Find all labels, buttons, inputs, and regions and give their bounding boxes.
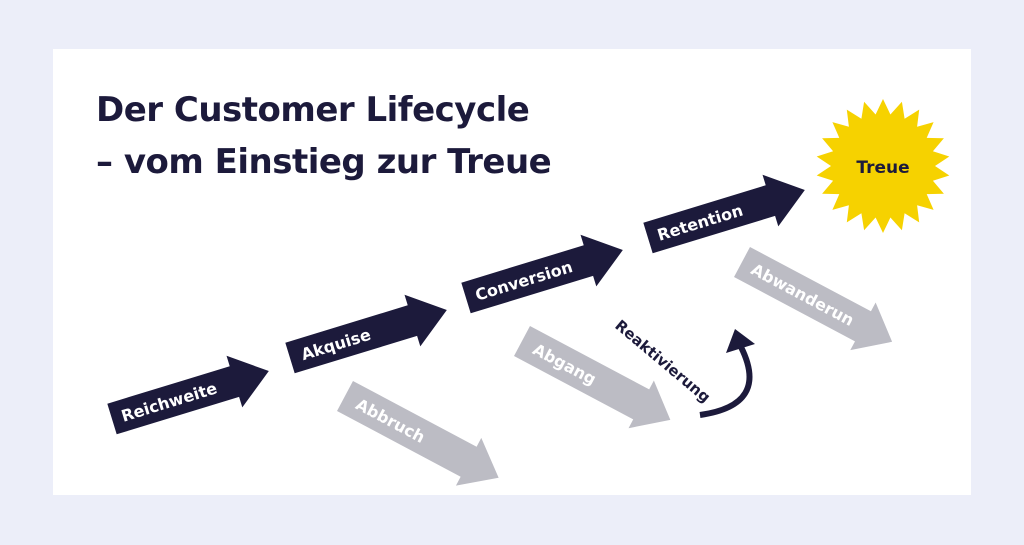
exit-arrow-abbruch: Abbruch	[337, 380, 499, 486]
exit-arrow-abgang: Abgang	[514, 325, 671, 429]
stage-arrow-retention: Retention	[643, 174, 805, 254]
reaktivierung-arrow	[699, 329, 755, 418]
reaktivierung-arrowhead	[726, 329, 755, 353]
treue-burst: Treue	[816, 99, 950, 233]
stage-arrow-akquise: Akquise	[285, 294, 447, 374]
treue-burst-shape	[816, 99, 950, 233]
stage-arrow-conversion: Conversion	[461, 234, 623, 314]
exit-arrow-abwanderung: Abwanderun	[734, 246, 893, 351]
title-line-2: – vom Einstieg zur Treue	[96, 142, 552, 182]
title-line-1: Der Customer Lifecycle	[96, 90, 530, 130]
treue-label: Treue	[856, 158, 909, 178]
page-title: Der Customer Lifecycle – vom Einstieg zu…	[96, 84, 552, 188]
stage-arrow-reichweite: Reichweite	[107, 355, 269, 435]
reaktivierung-curve	[699, 345, 753, 418]
exit-label-abwanderung: Abwanderun	[748, 260, 857, 330]
